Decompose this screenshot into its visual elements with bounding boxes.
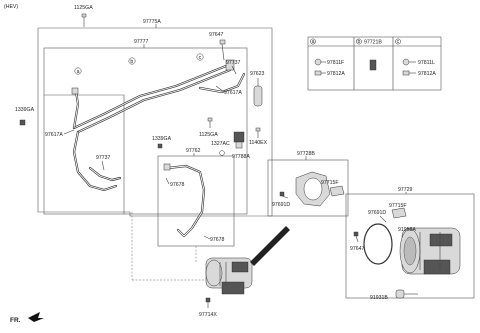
svg-text:a: a [312, 39, 315, 45]
part-label-97737-low[interactable]: 97737 [96, 155, 111, 161]
part-label-97777[interactable]: 97777 [134, 39, 149, 45]
legend-table: a b c 97721B 97811F 97812A 97811L 97812A [307, 36, 442, 91]
bracket-icon [233, 131, 245, 149]
screw-icon-b [279, 191, 289, 199]
assembly-box-97729 [345, 193, 475, 299]
bolt-icon [81, 13, 87, 27]
callout-b: b [128, 57, 136, 65]
gasket-icon-b [391, 207, 407, 219]
nut-icon-mid [157, 143, 163, 149]
part-label-97714X[interactable]: 97714X [199, 312, 217, 318]
hose-fitting [163, 163, 171, 171]
svg-text:c: c [397, 39, 400, 45]
bolt-icon-mid [207, 117, 213, 128]
part-label-97775A[interactable]: 97775A [143, 19, 161, 25]
part-label-1327AC[interactable]: 1327AC [211, 141, 230, 147]
part-label-97623[interactable]: 97623 [250, 71, 265, 77]
svg-text:c: c [199, 55, 202, 61]
part-label-97729[interactable]: 97729 [398, 187, 413, 193]
seal-ring-icon [363, 223, 393, 265]
muffler-icon [253, 78, 263, 107]
sub-box-left [44, 94, 125, 214]
svg-text:a: a [77, 69, 80, 75]
part-label-97691D-a[interactable]: 97691D [272, 202, 290, 208]
clip-icon [395, 289, 418, 299]
part-label-97715F-a[interactable]: 97715F [321, 180, 339, 186]
part-label-1125GA[interactable]: 1125GA [74, 5, 93, 11]
part-label-97737[interactable]: 97737 [226, 60, 241, 66]
assembly-box-97728B [267, 159, 349, 217]
bolt-icon-low [205, 297, 211, 308]
part-label-97678-b[interactable]: 97678 [210, 237, 225, 243]
o-ring-icon [314, 58, 322, 66]
valve-core-icon [314, 70, 322, 76]
part-label-1140EX[interactable]: 1140EX [249, 140, 268, 146]
screw-icon [255, 127, 261, 138]
part-label-1125GA-mid[interactable]: 1125GA [199, 132, 218, 138]
discharge-hose [166, 164, 206, 238]
compressor-icon [205, 257, 253, 295]
part-label-97647[interactable]: 97647 [209, 32, 224, 38]
grommet-icon [219, 150, 225, 156]
part-label-97678-a[interactable]: 97678 [170, 182, 185, 188]
valve-core-icon-c [402, 70, 410, 76]
part-label-1339GA-left[interactable]: 1339GA [15, 107, 35, 113]
legend-a-part-1[interactable]: 97811F [327, 60, 344, 66]
front-direction-label: FR. [10, 317, 21, 324]
legend-b-header[interactable]: 97721B [364, 40, 382, 46]
part-label-97647-low[interactable]: 97647 [350, 246, 365, 252]
legend-c-part-2[interactable]: 97812A [418, 71, 436, 77]
legend-a-part-2[interactable]: 97812A [327, 71, 345, 77]
pipe-fitting-left [71, 87, 79, 95]
part-label-97691D-b[interactable]: 97691D [368, 210, 386, 216]
pipe-fitting [225, 59, 235, 71]
variant-label: (HEV) [4, 4, 18, 10]
part-label-91931B[interactable]: 91931B [370, 295, 388, 301]
legend-c-part-1[interactable]: 97811L [418, 60, 435, 66]
svg-text:b: b [358, 39, 361, 45]
part-label-97617A-left[interactable]: 97617A [45, 132, 63, 138]
callout-c: c [196, 53, 204, 61]
sensor-icon [219, 39, 226, 61]
part-label-97762[interactable]: 97762 [186, 148, 201, 154]
part-label-91958A[interactable]: 91958A [398, 227, 416, 233]
part-label-97715F-b[interactable]: 97715F [389, 203, 407, 209]
callout-a: a [74, 67, 82, 75]
service-valve-icon [369, 59, 377, 71]
bracket-clamp-icon [295, 171, 331, 207]
compressor-detail-icon [399, 227, 461, 275]
assembly-box-97775A [37, 27, 273, 217]
part-label-97728B[interactable]: 97728B [297, 151, 315, 157]
gasket-icon [329, 185, 345, 197]
refrigerant-pipe-main [72, 64, 246, 192]
assembly-box-97777 [43, 47, 248, 215]
bolt-icon-c [353, 231, 359, 243]
front-arrow-icon [28, 312, 44, 322]
nut-icon [19, 119, 26, 126]
part-label-1339GA-mid[interactable]: 1339GA [152, 136, 172, 142]
part-label-97617A-right[interactable]: 97617A [224, 90, 242, 96]
svg-text:b: b [130, 59, 133, 65]
part-label-97788A[interactable]: 97788A [232, 154, 250, 160]
zoom-arrow-icon [250, 226, 290, 266]
o-ring-icon-c [402, 58, 410, 66]
